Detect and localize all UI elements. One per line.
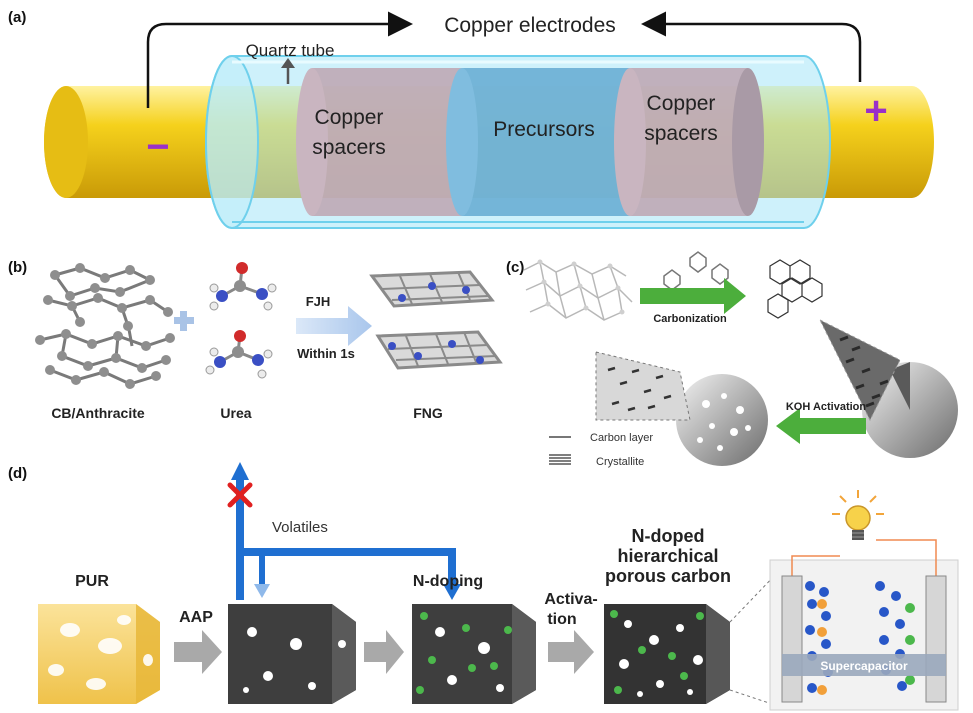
reactant-1-label: CB/Anthracite [51,405,145,421]
copper-electrodes-label: Copper electrodes [444,14,616,37]
spacer-right-label-2: spacers [644,122,718,145]
supercapacitor-label: Supercapacitor [820,659,908,673]
product-label: FNG [413,405,443,421]
graphene-flakes [767,259,823,319]
carbonization-arrow [640,278,746,314]
copper-spacer-right-face [614,68,646,216]
panel-b-label: (b) [8,259,27,276]
koh-activation-arrow [776,408,866,444]
sphere-cut-right [890,362,910,410]
carbonized-block [228,604,356,704]
activation-arrow [548,630,594,674]
porous-sphere-left [676,374,768,466]
blocked-x-icon [227,482,253,508]
plus-sign: + [864,89,887,133]
electrode-arrow-right [641,11,862,82]
copper-spacer-left [312,68,462,216]
aap-label: AAP [179,609,213,626]
crystallite-dashes-right [839,335,889,408]
precursor-network-atoms [537,259,625,315]
copper-spacer-right-end [732,68,764,216]
product-label-1: N-doped [632,526,705,546]
spacer-left-label-2: spacers [312,136,386,159]
panel-a-label: (a) [8,9,26,26]
crystallite-dashes-left [607,366,672,412]
within-1s-label: Within 1s [297,346,355,361]
carbonize-arrow-head [254,584,270,598]
ndoped-block [412,604,536,704]
copper-spacer-left-face [296,68,328,216]
anthracite-molecule [35,263,175,389]
ndoping-arrow-head [443,584,461,600]
carbonization-label: Carbonization [653,313,727,325]
quartz-tube-label: Quartz tube [246,41,335,60]
legend-crystallite-label: Crystallite [596,456,644,468]
aap-arrow [174,630,222,674]
fjh-label: FJH [306,294,331,309]
crystallite-cone-left [595,351,691,421]
panel-d-label: (d) [8,465,27,482]
volatiles-flow-horizontal [240,548,456,590]
panel-c: (c) Carbonization [506,251,958,468]
volatile-molecules [663,251,729,291]
electrode-arrow-left [146,11,413,108]
koh-activation-label: KOH Activation [786,401,867,413]
anthracite-atoms [35,263,175,389]
minus-sign: − [146,125,169,169]
plus-icon [174,311,194,331]
panel-c-label: (c) [506,259,524,276]
precursors-label: Precursors [493,118,595,141]
fng-sheet-bottom [375,330,503,370]
pur-foam-block [38,604,160,704]
urea-molecule-top [209,262,277,311]
product-label-3: porous carbon [605,566,731,586]
spacer-right-label-1: Copper [647,92,716,115]
quartz-tube-front [205,55,259,229]
panel-a: (a) Copper spacers Precursors Copper spa… [8,9,934,229]
fng-sheet-top [369,270,495,308]
panel-d: (d) Volatiles Carbonize N-doping PUR A [8,462,959,711]
porous-carbon-block [604,604,730,704]
light-bulb-icon [832,490,884,540]
arrow-carbon-to-ndoped [364,630,404,674]
precursors-face [446,68,478,216]
porous-sphere-holes [697,393,751,451]
copper-spacer-right [630,68,748,216]
rod-end-left [44,86,88,198]
pur-label: PUR [75,573,109,590]
legend-carbon-layer-label: Carbon layer [590,432,653,444]
ndoping-label: N-doping [413,573,483,590]
supercapacitor-device: Supercapacitor [769,539,959,711]
reactant-2-label: Urea [220,405,251,421]
activation-label-2: tion [547,611,576,628]
panel-b: (b) [8,259,503,421]
volatiles-arrow-head [231,462,249,480]
spacer-left-label-1: Copper [315,106,384,129]
carbonize-label: Carbonize [283,575,360,592]
precursors-block [462,68,630,216]
legend-crystallite-icon [549,454,571,465]
product-label-2: hierarchical [617,546,718,566]
volatiles-label: Volatiles [272,519,328,536]
activation-label-1: Activa- [544,591,597,608]
fjh-arrow [296,306,372,346]
quartz-arrow-head [281,58,295,68]
precursor-network [523,261,633,321]
urea-molecule-bottom [205,330,273,379]
